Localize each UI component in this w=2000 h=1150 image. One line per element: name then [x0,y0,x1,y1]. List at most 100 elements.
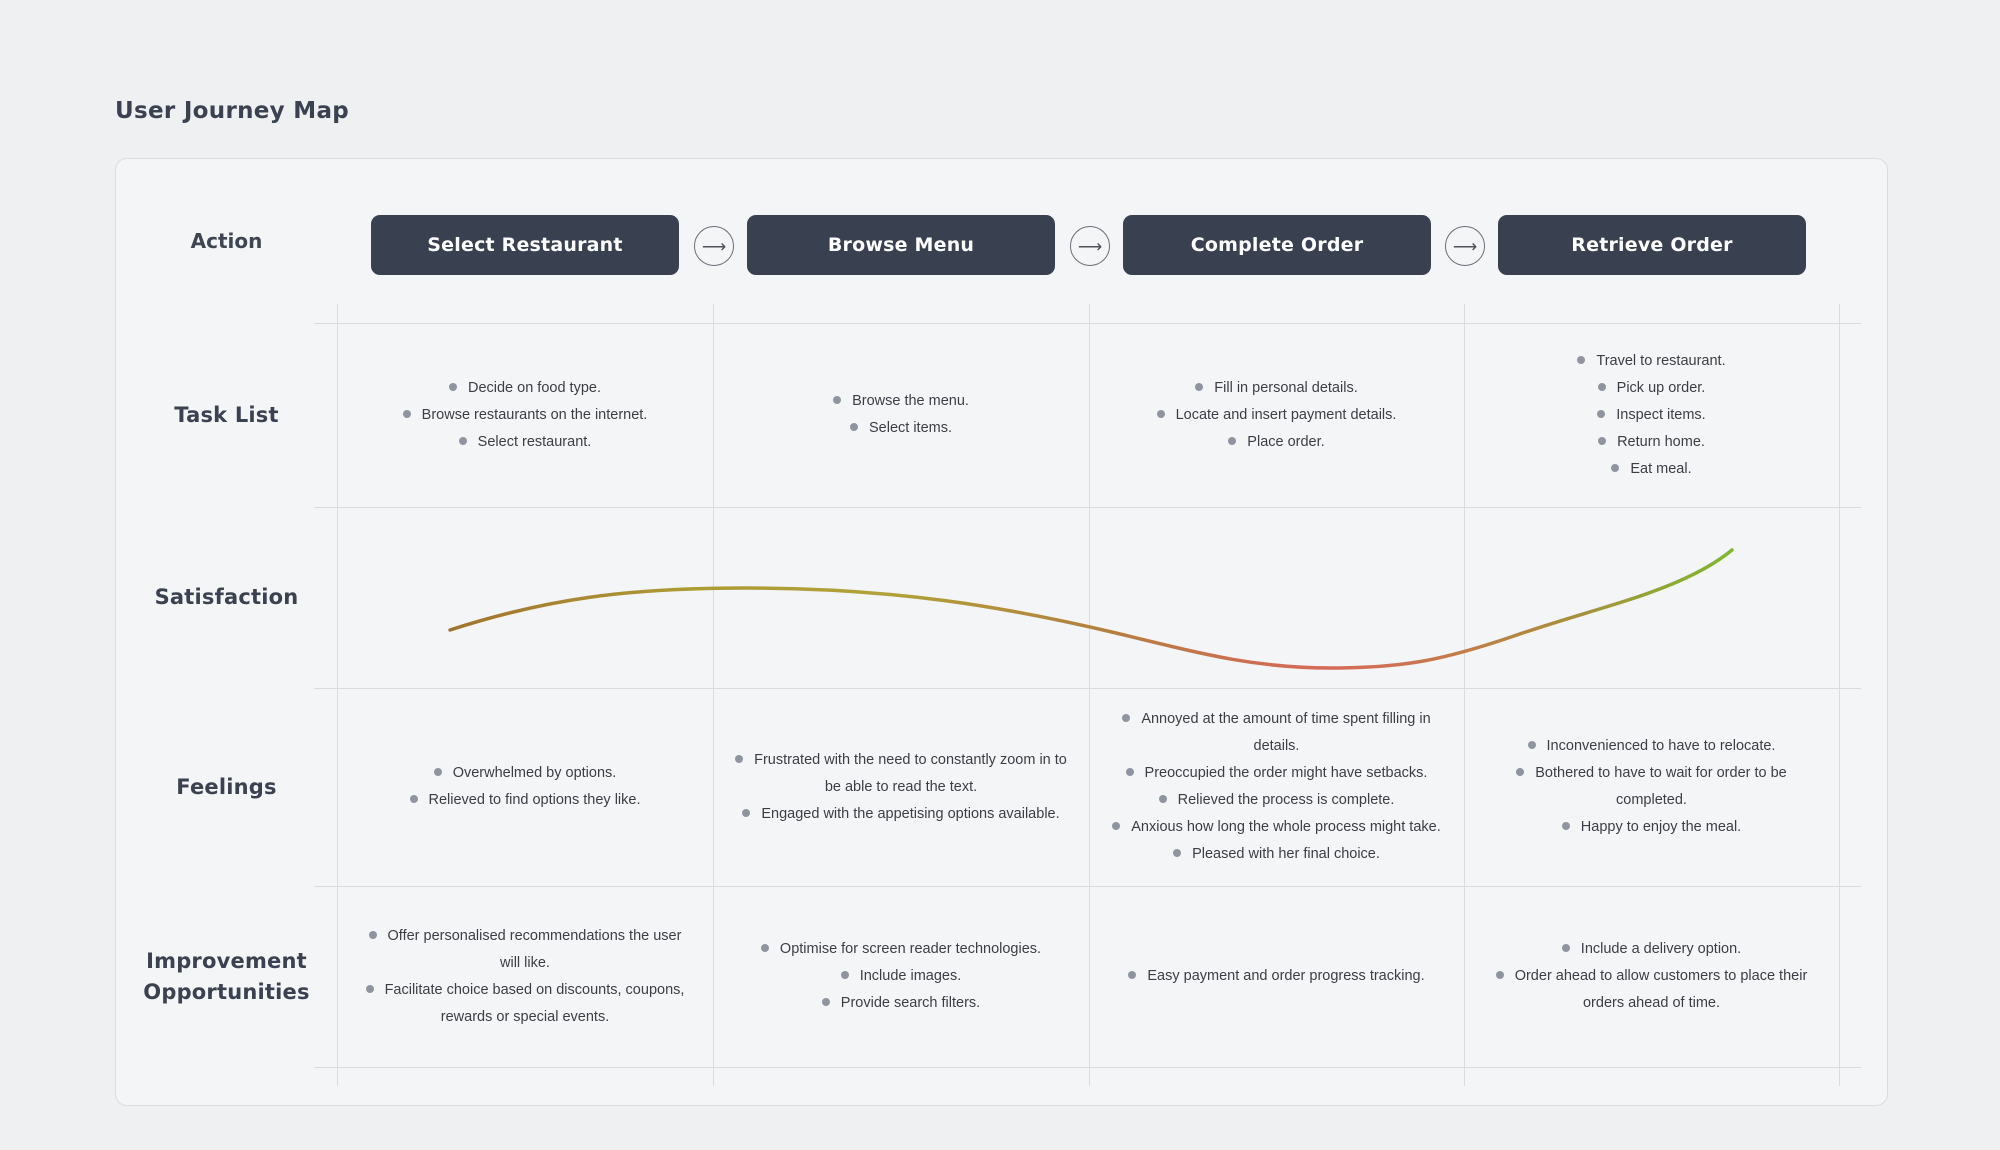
grid-line-vertical [337,304,338,1086]
page-title: User Journey Map [115,98,350,124]
bullet-item: Decide on food type. [448,375,601,402]
stage-button-browse-menu[interactable]: Browse Menu [747,215,1055,275]
bullet-text: Pleased with her final choice. [1192,846,1380,862]
bullet-item: Select restaurant. [458,429,592,456]
grid-line-horizontal [314,1067,1861,1068]
bullet-dot-icon [840,971,849,980]
bullet-item: Preoccupied the order might have setback… [1125,760,1427,787]
journey-map-card: Action Select Restaurant ⟶ Browse Menu ⟶… [115,158,1888,1106]
bullet-text: Easy payment and order progress tracking… [1147,968,1425,984]
stage-button-complete-order[interactable]: Complete Order [1123,215,1431,275]
bullet-dot-icon [448,382,457,391]
bullet-item: Happy to enjoy the meal. [1561,814,1742,841]
bullet-dot-icon [1228,436,1237,445]
bullet-item: Offer personalised recommendations the u… [357,923,693,977]
action-row-label-cell: Action [116,159,337,323]
bullet-item: Pick up order. [1597,375,1705,402]
bullet-dot-icon [1561,822,1570,831]
bullet-dot-icon [1598,436,1607,445]
cell-improvement-browse-menu: Optimise for screen reader technologies.… [713,886,1089,1067]
bullet-text: Include a delivery option. [1580,941,1742,957]
bullet-item: Browse restaurants on the internet. [402,402,648,429]
grid-line-vertical [1464,304,1465,1086]
bullet-text: Optimise for screen reader technologies. [779,941,1042,957]
arrow-glyph: ⟶ [1077,236,1103,256]
cell-feelings-retrieve-order: Inconvenienced to have to relocate.Bothe… [1464,688,1839,886]
bullet-dot-icon [850,423,858,432]
bullet-text: Facilitate choice based on discounts, co… [384,981,685,1025]
action-row-label: Action [190,229,263,253]
bullet-dot-icon [1516,768,1525,777]
bullet-text: Decide on food type. [467,379,601,396]
bullet-text: Order ahead to allow customers to place … [1514,968,1808,1011]
bullet-dot-icon [821,998,830,1007]
cell-task-list-complete-order: Fill in personal details. Locate and inse… [1089,323,1464,507]
bullet-item: Anxious how long the whole process might… [1112,814,1441,841]
bullet-dot-icon [833,396,842,405]
bullet-item: Inconvenienced to have to relocate. [1527,733,1775,760]
cell-feelings-complete-order: Annoyed at the amount of time spent fill… [1089,688,1464,886]
bullet-text: Place order. [1247,433,1325,450]
bullet-item: Frustrated with the need to constantly z… [733,747,1069,801]
bullet-dot-icon [1527,741,1536,750]
bullet-item: Return home. [1598,429,1705,456]
stage-button-select-restaurant[interactable]: Select Restaurant [371,215,679,275]
bullet-item: Eat meal. [1611,456,1692,483]
bullet-text: Relieved the process is complete. [1177,792,1395,808]
bullet-text: Offer personalised recommendations the u… [387,927,682,971]
bullet-dot-icon [1597,409,1606,418]
bullet-dot-icon [368,930,377,939]
bullet-dot-icon [458,436,467,445]
bullet-text: Relieved to find options they like. [428,792,641,808]
bullet-item: Pleased with her final choice. [1173,841,1380,868]
satisfaction-curve-path [448,548,1734,670]
bullet-item: Relieved the process is complete. [1158,787,1395,814]
cell-feelings-select-restaurant: Overwhelmed by options. Relieved to find … [337,688,713,886]
bullet-dot-icon [1561,944,1570,953]
arrow-right-icon: ⟶ [1445,226,1485,266]
bullet-text: Eat meal. [1630,460,1692,477]
bullet-dot-icon [1122,714,1131,723]
bullet-text: Inspect items. [1616,406,1706,423]
bullet-item: Include images. [840,963,961,990]
bullet-item: Facilitate choice based on discounts, co… [357,977,693,1031]
grid-line-vertical [713,304,714,1086]
bullet-item: Browse the menu. [833,388,969,415]
bullet-item: Travel to restaurant. [1577,348,1726,375]
bullet-text: Provide search filters. [840,995,981,1011]
bullet-dot-icon [735,754,744,763]
row-label-task-list: Task List [174,402,279,427]
bullet-dot-icon [1495,971,1504,980]
bullet-text: Annoyed at the amount of time spent fill… [1141,711,1431,754]
bullet-dot-icon [433,768,442,777]
cell-improvement-complete-order: Easy payment and order progress tracking… [1089,886,1464,1067]
cell-improvement-select-restaurant: Offer personalised recommendations the u… [337,886,713,1067]
bullet-item: Easy payment and order progress tracking… [1128,963,1425,990]
bullet-item: Overwhelmed by options. [433,760,616,787]
bullet-dot-icon [1597,382,1606,391]
stage-button-retrieve-order[interactable]: Retrieve Order [1498,215,1806,275]
bullet-item: Engaged with the appetising options avai… [742,801,1060,828]
cell-improvement-retrieve-order: Include a delivery option. Order ahead to… [1464,886,1839,1067]
bullet-text: Browse restaurants on the internet. [421,406,648,423]
cell-task-list-retrieve-order: Travel to restaurant.Pick up order. Inspe… [1464,323,1839,507]
bullet-text: Happy to enjoy the meal. [1580,819,1742,835]
bullet-dot-icon [1158,795,1167,804]
row-label-satisfaction: Satisfaction [154,585,299,609]
bullet-text: Select restaurant. [477,433,592,450]
arrow-right-icon: ⟶ [694,226,734,266]
grid-line-horizontal [314,886,1861,887]
bullet-dot-icon [760,944,769,953]
bullet-dot-icon [1156,409,1165,418]
arrow-glyph: ⟶ [1452,236,1478,256]
bullet-item: Relieved to find options they like. [409,787,641,814]
bullet-text: Locate and insert payment details. [1175,406,1397,423]
grid-line-vertical [1089,304,1090,1086]
bullet-item: Provide search filters. [821,990,981,1017]
bullet-dot-icon [1173,849,1182,858]
bullet-item: Fill in personal details. [1195,375,1358,402]
bullet-dot-icon [365,984,374,993]
cell-task-list-select-restaurant: Decide on food type. Browse restaurants o… [337,323,713,507]
bullet-dot-icon [1195,382,1204,391]
